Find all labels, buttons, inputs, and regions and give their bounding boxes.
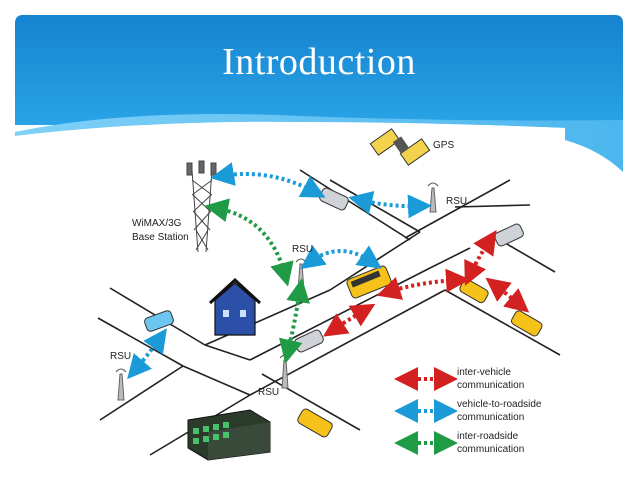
legend-item-inter-vehicle: inter-vehicle communication	[394, 367, 524, 391]
legend-label-line1: inter-roadside	[457, 431, 519, 442]
header-banner	[15, 15, 623, 172]
base-station-label-line2: Base Station	[132, 232, 189, 243]
legend-label-line2: communication	[457, 380, 524, 391]
legend-label-line1: vehicle-to-roadside	[457, 399, 542, 410]
inter-vehicle-arrows	[323, 230, 530, 337]
bus-icon	[346, 265, 392, 299]
base-station-label-line1: WiMAX/3G	[132, 218, 182, 229]
legend-label-line2: communication	[457, 444, 524, 455]
vehicle-icons	[144, 187, 543, 438]
rsu-label-bottom: RSU	[258, 387, 279, 398]
gps-label: GPS	[433, 140, 454, 151]
legend-item-vehicle-to-roadside: vehicle-to-roadside communication	[394, 399, 542, 423]
car-icon	[144, 187, 543, 438]
legend: inter-vehicle communication vehicle-to-r…	[394, 367, 542, 455]
office-building-icon	[187, 409, 271, 461]
base-station-tower-icon	[186, 160, 217, 253]
legend-label-line2: communication	[457, 412, 524, 423]
gps-satellite-icon	[369, 128, 431, 166]
legend-label-line1: inter-vehicle	[457, 367, 511, 378]
legend-item-inter-roadside: inter-roadside communication	[394, 431, 524, 455]
rsu-label-center: RSU	[292, 244, 313, 255]
house-icon	[208, 277, 262, 336]
rsu-label-left: RSU	[110, 351, 131, 362]
vehicle-to-roadside-arrows	[127, 162, 432, 380]
rsu-label-top: RSU	[446, 196, 467, 207]
inter-roadside-arrows	[204, 198, 311, 364]
slide-title: Introduction	[222, 41, 416, 83]
